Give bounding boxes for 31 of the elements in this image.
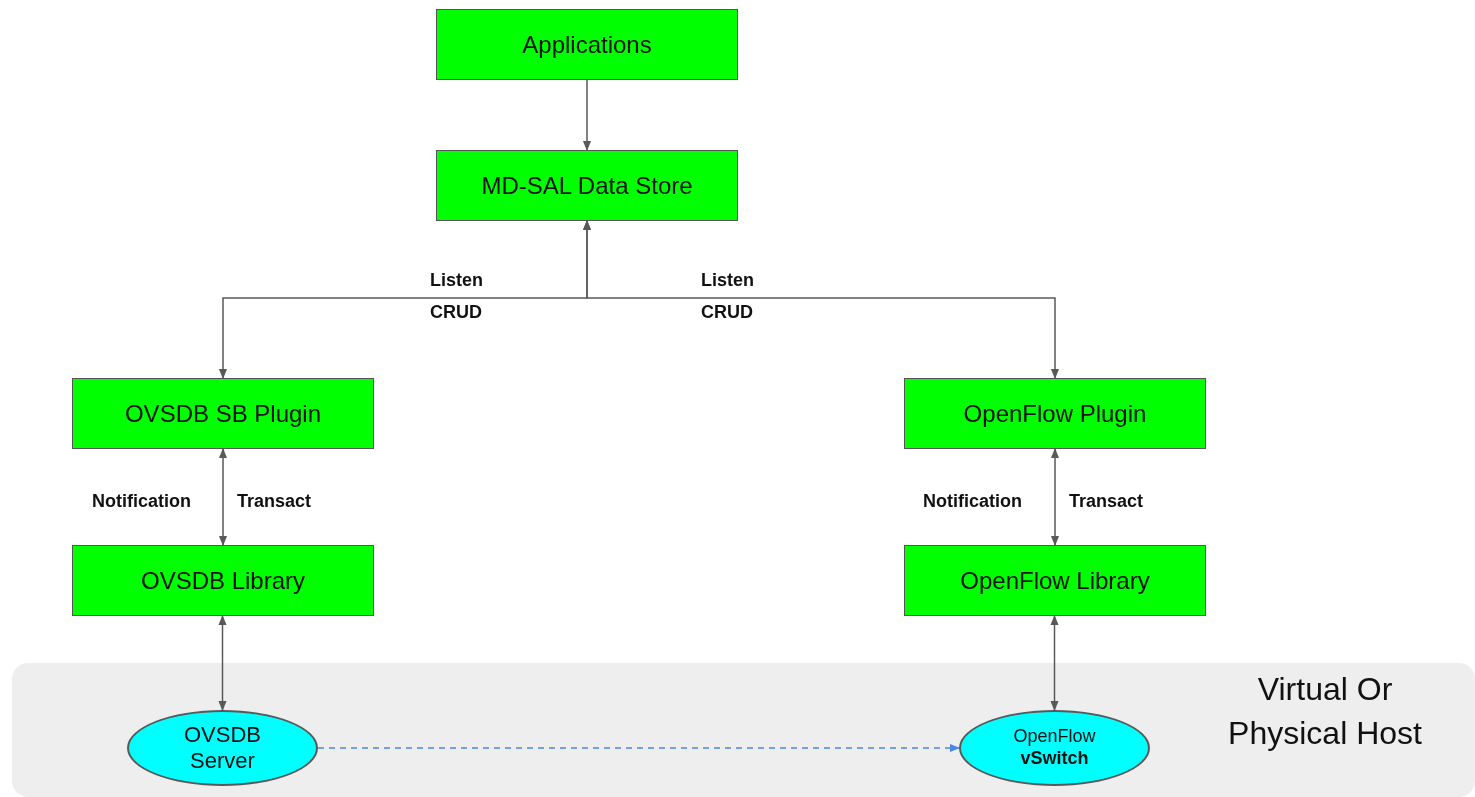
arrow — [582, 79, 592, 152]
process-box — [436, 9, 738, 80]
operation-label: CRUD — [430, 302, 482, 323]
process-box — [904, 378, 1206, 449]
node-label: MD-SAL Data Store — [481, 171, 693, 200]
operation-label: CRUD — [701, 302, 753, 323]
node-label: Applications — [522, 30, 652, 59]
arrow — [218, 447, 228, 547]
process-box — [72, 545, 374, 616]
operation-label: Listen — [430, 270, 483, 291]
operation-label: Notification — [92, 491, 191, 512]
operation-label: Listen — [701, 270, 754, 291]
node-label: OpenFlow Library — [960, 566, 1150, 595]
node-label: OVSDB Library — [140, 566, 306, 595]
node-label: OVSDB Server — [183, 721, 262, 775]
process-box — [436, 150, 738, 221]
process-box — [72, 378, 374, 449]
operation-label: Transact — [1069, 491, 1144, 512]
arrow — [1050, 614, 1059, 712]
node-label: OpenFlow Plugin — [963, 399, 1147, 428]
arrow — [1050, 447, 1060, 547]
operation-label: Transact — [237, 491, 312, 512]
node-label: OVSDB SB Plugin — [124, 399, 322, 428]
host-band — [12, 663, 1475, 797]
arrow — [582, 219, 1060, 380]
process-box — [904, 545, 1206, 616]
arrow — [218, 614, 227, 712]
host-label: Virtual Or Physical Host — [1227, 670, 1423, 753]
arrow — [317, 743, 961, 753]
node-label: OpenFlow vSwitch — [1012, 726, 1097, 770]
operation-label: Notification — [923, 491, 1022, 512]
